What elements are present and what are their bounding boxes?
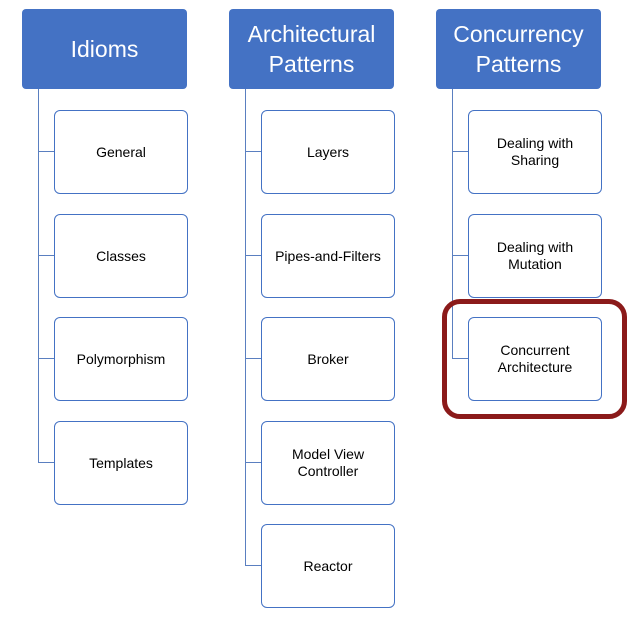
node-templates[interactable]: Templates [54, 421, 188, 505]
highlight-frame [442, 299, 627, 419]
connector-line [452, 151, 468, 152]
column-header-concurrency-patterns: Concurrency Patterns [436, 9, 601, 89]
node-general[interactable]: General [54, 110, 188, 194]
connector-line [245, 462, 261, 463]
connector-line [245, 565, 261, 566]
node-model-view-controller[interactable]: Model View Controller [261, 421, 395, 505]
connector-line [245, 89, 246, 566]
connector-line [38, 358, 54, 359]
connector-line [38, 151, 54, 152]
node-pipes-and-filters[interactable]: Pipes-and-Filters [261, 214, 395, 298]
node-reactor[interactable]: Reactor [261, 524, 395, 608]
node-layers[interactable]: Layers [261, 110, 395, 194]
connector-line [452, 89, 453, 359]
connector-line [38, 462, 54, 463]
connector-line [245, 151, 261, 152]
connector-line [452, 358, 468, 359]
node-broker[interactable]: Broker [261, 317, 395, 401]
column-header-idioms: Idioms [22, 9, 187, 89]
node-concurrent-architecture[interactable]: Concurrent Architecture [468, 317, 602, 401]
node-polymorphism[interactable]: Polymorphism [54, 317, 188, 401]
connector-line [38, 255, 54, 256]
node-dealing-with-sharing[interactable]: Dealing with Sharing [468, 110, 602, 194]
node-classes[interactable]: Classes [54, 214, 188, 298]
column-header-architectural-patterns: Architectural Patterns [229, 9, 394, 89]
connector-line [38, 89, 39, 463]
connector-line [452, 255, 468, 256]
node-dealing-with-mutation[interactable]: Dealing with Mutation [468, 214, 602, 298]
connector-line [245, 358, 261, 359]
connector-line [245, 255, 261, 256]
